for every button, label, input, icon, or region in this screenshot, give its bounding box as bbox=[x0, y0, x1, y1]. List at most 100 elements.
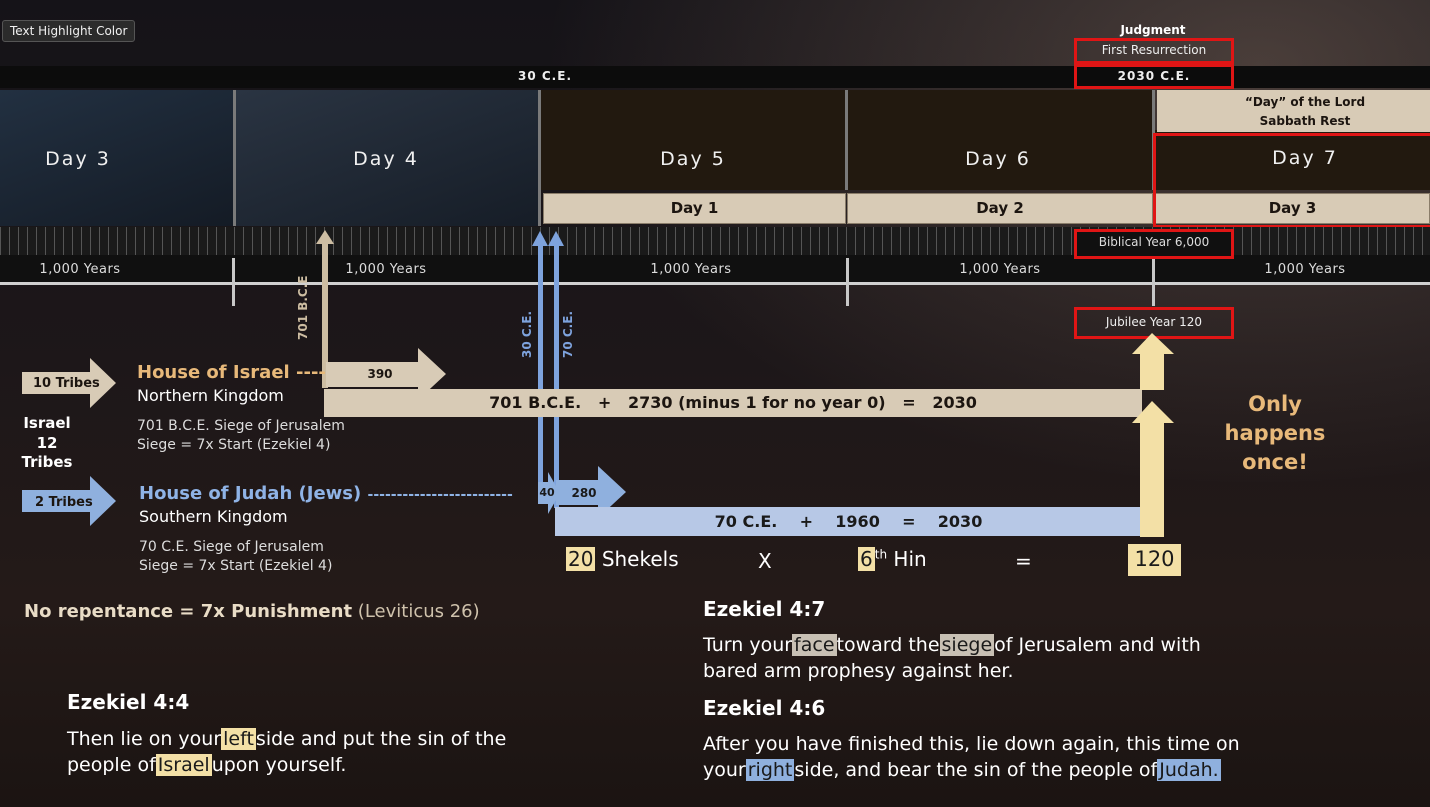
day-6-label: Day 6 bbox=[965, 148, 1031, 170]
arrow-40 bbox=[538, 472, 560, 514]
ez47-p3: of Jerusalem and with bbox=[994, 634, 1201, 656]
day-7-label: Day 7 bbox=[1272, 147, 1338, 169]
day-of-lord-label: “Day” of the Lord bbox=[1244, 95, 1366, 109]
year-2030ce-box bbox=[1074, 64, 1234, 89]
years-row bbox=[0, 255, 1430, 283]
timeline-axis bbox=[0, 282, 1430, 285]
day-7-panel bbox=[1155, 130, 1430, 190]
two-tribes-label: 2 Tribes bbox=[35, 495, 93, 510]
marker-30ce: 30 C.E. bbox=[520, 311, 534, 358]
judah-siege-rule: Siege = 7x Start (Ezekiel 4) bbox=[139, 558, 333, 574]
shekels-equals: = bbox=[1015, 549, 1032, 573]
judgment-label: Judgment bbox=[1120, 23, 1186, 37]
shekels-num: 20 bbox=[566, 547, 596, 571]
judah-siege: 70 C.E. Siege of Jerusalem bbox=[139, 539, 324, 555]
israel-equation: 701 B.C.E. + 2730 (minus 1 for no year 0… bbox=[489, 393, 977, 412]
jubilee-year-label: Jubilee Year 120 bbox=[1105, 315, 1203, 329]
arrow-30ce-shaft bbox=[538, 242, 543, 502]
year-2030ce-label: 2030 C.E. bbox=[1117, 69, 1191, 83]
shekels-20: 20 Shekels bbox=[566, 547, 679, 571]
sixth-suffix: th bbox=[874, 547, 888, 562]
ez46-right: right bbox=[745, 759, 795, 781]
sub-day-3: Day 3 bbox=[1155, 193, 1430, 224]
marker-701bce: 701 B.C.E bbox=[296, 275, 310, 341]
day-4-panel bbox=[236, 90, 541, 226]
punishment-line: No repentance = 7x Punishment (Leviticus… bbox=[24, 601, 480, 622]
day-6-panel bbox=[848, 90, 1155, 190]
yellow-arrow-shaft-1 bbox=[1140, 352, 1164, 390]
ten-tribes-label: 10 Tribes bbox=[33, 376, 100, 391]
shekels-x: X bbox=[758, 549, 772, 573]
israel-siege: 701 B.C.E. Siege of Jerusalem bbox=[137, 418, 345, 434]
ezekiel-4-6-heading: Ezekiel 4:6 bbox=[703, 696, 826, 720]
only-line-2: happens bbox=[1224, 421, 1326, 445]
first-resurrection-box bbox=[1074, 38, 1234, 64]
years-label-4: 1,000 Years bbox=[959, 262, 1041, 277]
only-line-3: once! bbox=[1242, 450, 1308, 474]
arrow-390-label: 390 bbox=[367, 367, 393, 381]
day-7-highlight-box bbox=[1153, 133, 1430, 228]
house-of-israel: House of Israel ---- bbox=[137, 362, 326, 383]
israel-12-line-1: Israel bbox=[23, 414, 71, 432]
ez44-israel: Israel bbox=[155, 754, 212, 776]
result-120-box bbox=[1128, 544, 1181, 576]
arrow-70ce-head bbox=[548, 231, 564, 246]
years-label-3: 1,000 Years bbox=[650, 262, 732, 277]
sub-day-1: Day 1 bbox=[543, 193, 846, 224]
arrow-701-shaft bbox=[322, 240, 328, 388]
ten-tribes-arrow bbox=[22, 358, 116, 408]
ezekiel-4-7-heading: Ezekiel 4:7 bbox=[703, 597, 826, 621]
israel-equation-bar bbox=[324, 389, 1142, 417]
ez47-siege: siege bbox=[939, 634, 995, 656]
sixth-num: 6 bbox=[858, 547, 875, 571]
day-5-label: Day 5 bbox=[660, 148, 726, 170]
day-3-panel bbox=[0, 90, 236, 226]
israel-12-line-3: Tribes bbox=[21, 453, 73, 471]
ez47-face: face bbox=[792, 634, 837, 656]
house-of-israel-text: House of Israel bbox=[137, 362, 290, 383]
biblical-year-label: Biblical Year 6,000 bbox=[1098, 235, 1210, 249]
arrow-70ce-shaft bbox=[554, 242, 559, 508]
day-of-lord-banner bbox=[1157, 90, 1430, 132]
ezekiel-4-4-heading: Ezekiel 4:4 bbox=[67, 690, 190, 714]
year-30ce-label: 30 C.E. bbox=[518, 69, 572, 83]
ez46-p2: your bbox=[703, 759, 746, 781]
two-tribes-arrow bbox=[22, 476, 116, 526]
house-of-judah-text: House of Judah (Jews) bbox=[139, 483, 362, 504]
yellow-arrow-head-1 bbox=[1132, 333, 1174, 354]
southern-kingdom: Southern Kingdom bbox=[139, 507, 288, 526]
axis-divider-3 bbox=[1152, 258, 1155, 306]
day-3-label: Day 3 bbox=[45, 148, 111, 170]
yellow-arrow-head-2 bbox=[1132, 401, 1174, 423]
arrow-280-label: 280 bbox=[571, 486, 597, 500]
marker-70ce: 70 C.E. bbox=[561, 311, 575, 358]
only-line-1: Only bbox=[1248, 392, 1302, 416]
judah-dashes: ------------------------- bbox=[367, 487, 513, 503]
ez47-p2: toward the bbox=[836, 634, 940, 656]
israel-12-line-2: 12 bbox=[36, 434, 58, 452]
judah-equation-bar bbox=[555, 507, 1142, 536]
year-bar bbox=[0, 66, 1430, 88]
years-label-2: 1,000 Years bbox=[345, 262, 427, 277]
sub-day-2: Day 2 bbox=[847, 193, 1153, 224]
house-of-judah: House of Judah (Jews) ------------------… bbox=[139, 483, 513, 504]
ez44-p4: upon yourself. bbox=[211, 754, 347, 776]
first-resurrection-label: First Resurrection bbox=[1101, 43, 1207, 57]
axis-divider-1 bbox=[232, 258, 235, 306]
ez46-judah: Judah. bbox=[1157, 759, 1221, 781]
arrow-30ce-head bbox=[532, 231, 548, 246]
ez46-p3: side, and bear the sin of the people of bbox=[794, 759, 1158, 781]
biblical-year-bg bbox=[1074, 229, 1234, 258]
ez46-p1: After you have finished this, lie down a… bbox=[703, 733, 1240, 755]
ez44-left: left bbox=[221, 728, 256, 750]
hin-word: Hin bbox=[893, 547, 927, 571]
day-4-label: Day 4 bbox=[353, 148, 419, 170]
text-highlight-tooltip: Text Highlight Color bbox=[2, 20, 136, 42]
israel-dashes: ---- bbox=[296, 362, 326, 383]
ez44-p1: Then lie on your bbox=[67, 728, 222, 750]
ez44-p3: people of bbox=[67, 754, 156, 776]
